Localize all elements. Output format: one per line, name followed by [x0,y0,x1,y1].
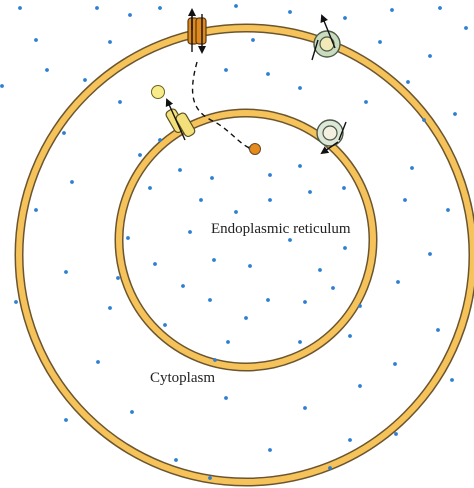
ion-dot [453,112,457,116]
er-label: Endoplasmic reticulum [211,221,351,237]
ion-dot [116,276,120,280]
ion-dots [0,4,468,480]
er-channel-yellow-icon [165,98,196,141]
plasma-membrane [14,23,474,487]
ion-dot [394,432,398,436]
ion-dot [212,258,216,262]
ion-dot [108,40,112,44]
ion-dot [348,438,352,442]
ion-dot [308,190,312,194]
ion-dot [438,6,442,10]
ion-dot [396,280,400,284]
ion-dot [213,358,217,362]
ion-dot [34,208,38,212]
ion-dot [428,252,432,256]
ion-dot [318,268,322,272]
ion-dot [410,166,414,170]
ion-dot [403,198,407,202]
ion-dot [62,131,66,135]
yellow-ligand-icon [151,85,165,99]
ion-dot [95,6,99,10]
ion-dot [83,78,87,82]
ion-dot [422,118,426,122]
ion-dot [148,186,152,190]
ion-dot [234,4,238,8]
ion-dot [378,40,382,44]
ion-dot [96,360,100,364]
ion-dot [266,298,270,302]
ion-dot [208,476,212,480]
ion-dot [348,334,352,338]
ion-dot [64,418,68,422]
ion-dot [248,264,252,268]
ion-dot [268,448,272,452]
ion-dot [343,16,347,20]
ion-dot [64,270,68,274]
er-pump-icon [316,119,347,155]
ion-dot [328,466,332,470]
ion-dot [343,246,347,250]
ion-dot [450,378,454,382]
plasma-pump-icon [311,14,341,61]
ion-dot [298,340,302,344]
ion-dot [34,38,38,42]
ion-dot [298,86,302,90]
ion-dot [199,198,203,202]
ion-dot [390,8,394,12]
ion-dot [298,164,302,168]
ion-dot [464,26,468,30]
ion-dot [288,238,292,242]
ion-dot [108,306,112,310]
ion-dot [130,410,134,414]
ion-dot [181,284,185,288]
ion-dot [188,230,192,234]
ion-dot [268,173,272,177]
transport-path [191,61,253,150]
ion-dot [178,168,182,172]
ion-dot [0,84,4,88]
ion-dot [446,208,450,212]
ion-dot [224,396,228,400]
ion-dot [393,362,397,366]
ion-dot [224,68,228,72]
ion-dot [364,100,368,104]
ion-dot [158,138,162,142]
ion-dot [226,340,230,344]
orange-ligand-icon [249,143,261,155]
er-membrane [114,108,378,372]
ion-dot [208,298,212,302]
ion-dot [342,186,346,190]
ion-dot [303,406,307,410]
ion-dot [266,72,270,76]
ion-dot [163,323,167,327]
ion-dot [45,68,49,72]
ion-dot [128,13,132,17]
ion-dot [174,458,178,462]
ion-dot [358,384,362,388]
ion-dot [153,262,157,266]
ion-dot [118,100,122,104]
ion-dot [251,38,255,42]
ion-dot [303,300,307,304]
ion-dot [268,198,272,202]
ion-dot [14,300,18,304]
ion-dot [158,6,162,10]
ion-dot [288,10,292,14]
ion-dot [234,210,238,214]
ion-dot [436,328,440,332]
plasma-channel-orange-icon [187,8,207,54]
ion-dot [406,80,410,84]
ion-dot [428,54,432,58]
ion-dot [70,180,74,184]
ion-dot [138,153,142,157]
cytoplasm-label: Cytoplasm [150,370,216,386]
ion-dot [358,304,362,308]
ion-dot [126,236,130,240]
ion-dot [331,286,335,290]
ion-dot [244,316,248,320]
ion-dot [18,6,22,10]
ion-dot [210,176,214,180]
